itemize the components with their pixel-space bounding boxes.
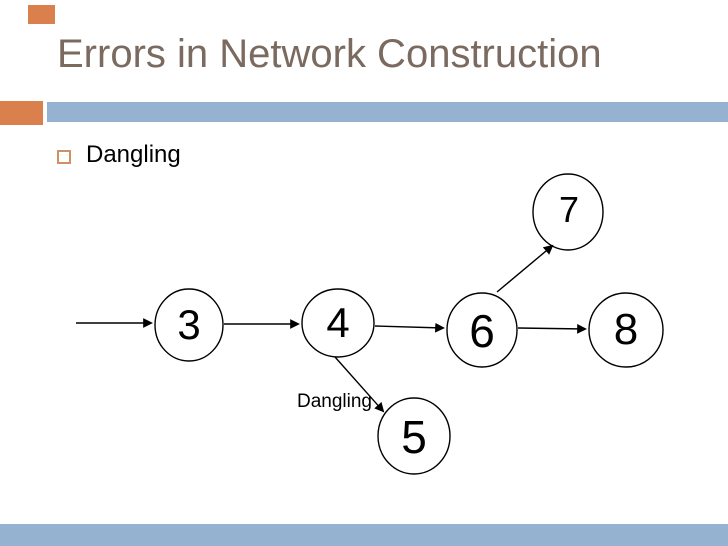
arrow-6-to-8	[517, 323, 587, 334]
bullet-item: Dangling	[57, 141, 181, 169]
divider-orange-square	[0, 101, 43, 125]
divider-blue-bar	[47, 102, 728, 122]
footer-blue-bar	[0, 524, 728, 546]
node-label-5: 5	[401, 411, 427, 463]
node-label-6: 6	[469, 305, 495, 357]
dangling-annotation: Dangling	[297, 391, 372, 412]
node-label-4: 4	[326, 299, 350, 346]
node-circle-7	[532, 173, 604, 251]
node-circle-4	[301, 288, 375, 358]
bullet-label: Dangling	[86, 141, 181, 168]
node-label-7: 7	[558, 189, 580, 230]
header-accent-rect	[28, 5, 55, 24]
arrow-4-to-6	[374, 322, 445, 333]
node-circle-6	[446, 292, 518, 368]
page-title: Errors in Network Construction	[57, 32, 602, 76]
node-label-3: 3	[177, 301, 201, 348]
node-circle-8	[588, 292, 664, 368]
node-circle-5	[377, 397, 451, 475]
square-bullet-icon	[57, 149, 71, 164]
node-label-8: 8	[613, 305, 639, 354]
arrow-4-to-5	[334, 356, 385, 413]
node-circle-3	[154, 288, 224, 362]
arrow-6-to-7	[496, 244, 554, 293]
